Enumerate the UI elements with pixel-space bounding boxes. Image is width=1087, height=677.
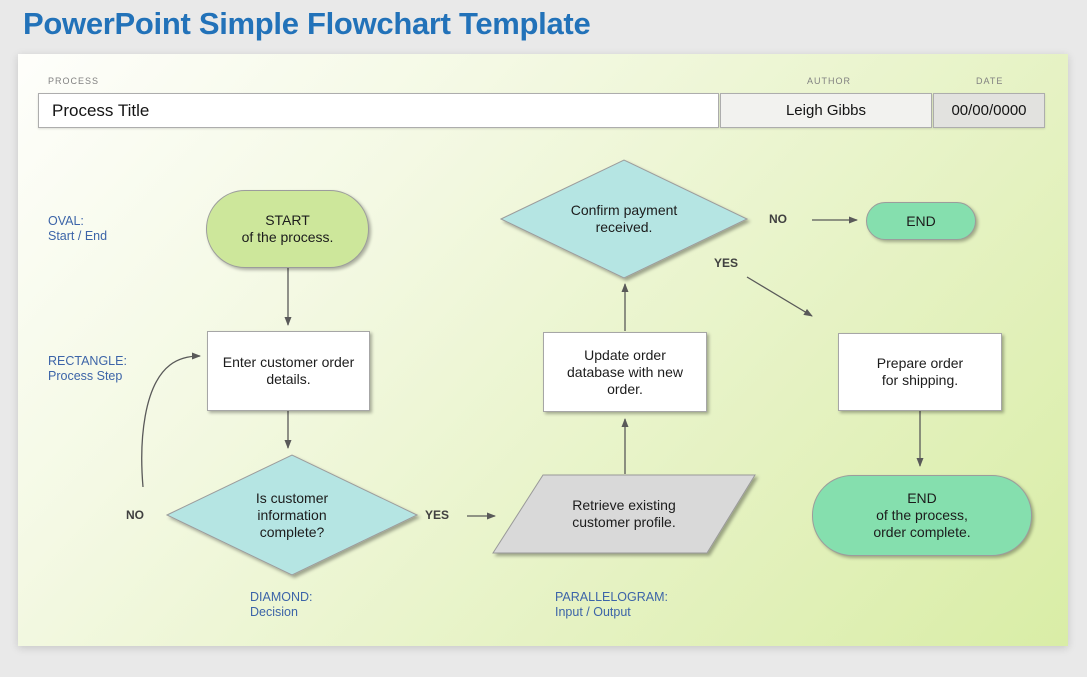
- author-value: Leigh Gibbs: [785, 102, 867, 119]
- flowchart-canvas: PROCESS Process Title AUTHOR Leigh Gibbs…: [18, 54, 1068, 646]
- yes1-label: YES: [425, 508, 450, 522]
- node-update-rect[interactable]: Update order database with new order.: [543, 332, 707, 412]
- decision1-line1: Is customer: [255, 489, 329, 506]
- node-end-oval-top[interactable]: END: [866, 202, 976, 240]
- node-parallelogram-shape[interactable]: [492, 474, 756, 554]
- node-end-oval-bottom[interactable]: END of the process, order complete.: [812, 475, 1032, 556]
- connector-no-loop-to-enter: [141, 352, 201, 488]
- legend-diamond-line1: DIAMOND:: [250, 590, 313, 604]
- process-title-field[interactable]: Process Title: [38, 93, 719, 128]
- legend-oval-line2: Start / End: [48, 229, 108, 243]
- legend-parallelogram-line1: PARALLELOGRAM:: [555, 590, 669, 604]
- legend-rectangle-line2: Process Step: [48, 369, 123, 383]
- legend-parallelogram-line2: Input / Output: [555, 605, 631, 619]
- end-oval-bottom-line2: of the process,: [876, 507, 968, 523]
- node-start-oval[interactable]: START of the process.: [206, 190, 369, 268]
- node-prepare-rect[interactable]: Prepare order for shipping.: [838, 333, 1002, 411]
- node-decision1-text: Is customer information complete?: [212, 475, 372, 555]
- page-title: PowerPoint Simple Flowchart Template: [23, 6, 591, 41]
- decision2-line2: received.: [595, 219, 653, 235]
- end-oval-bottom-line3: order complete.: [873, 524, 971, 540]
- legend-diamond-label: DIAMOND: Decision: [250, 590, 313, 620]
- node-decision2-text: Confirm payment received.: [534, 189, 714, 249]
- node-parallelogram-text: Retrieve existing customer profile.: [534, 484, 714, 544]
- node-decision1-diamond-shape[interactable]: [165, 454, 419, 576]
- node-decision2-diamond-shape[interactable]: [499, 159, 749, 279]
- yes2-label: YES: [714, 256, 739, 270]
- legend-rectangle-line1: RECTANGLE:: [48, 354, 127, 368]
- end-oval-bottom-line1: END: [907, 490, 937, 506]
- prepare-rect-line2: for shipping.: [881, 372, 959, 388]
- legend-oval-label: OVAL: Start / End: [48, 214, 107, 244]
- prepare-rect-line1: Prepare order: [876, 355, 964, 371]
- parallelogram-line1: Retrieve existing: [572, 497, 676, 513]
- update-rect-line3: order.: [607, 380, 643, 397]
- start-oval-line2: of the process.: [241, 229, 334, 245]
- no2-label: NO: [769, 212, 787, 226]
- process-label: PROCESS: [48, 76, 100, 86]
- end-oval-top-label: END: [906, 212, 936, 229]
- author-field[interactable]: Leigh Gibbs: [720, 93, 932, 128]
- decision1-line3: complete?: [259, 523, 325, 540]
- legend-rectangle-label: RECTANGLE: Process Step: [48, 354, 127, 384]
- node-enter-rect[interactable]: Enter customer order details.: [207, 331, 370, 411]
- no1-label: NO: [126, 508, 144, 522]
- enter-rect-line2: details.: [266, 371, 311, 387]
- parallelogram-line2: customer profile.: [572, 514, 676, 530]
- legend-parallelogram-label: PARALLELOGRAM: Input / Output: [555, 590, 668, 620]
- date-value: 00/00/0000: [951, 102, 1027, 119]
- start-oval-line1: START: [265, 212, 310, 228]
- legend-oval-line1: OVAL:: [48, 214, 84, 228]
- flow-connector-layer: [141, 159, 924, 576]
- decision1-line2: information: [257, 506, 327, 523]
- update-rect-line2: database with new: [567, 363, 683, 380]
- update-rect-line1: Update order: [584, 346, 666, 363]
- legend-diamond-line2: Decision: [250, 605, 298, 619]
- process-title-value: Process Title: [52, 100, 150, 120]
- decision2-line1: Confirm payment: [570, 202, 678, 218]
- connector-yes-to-prepare: [746, 276, 813, 317]
- enter-rect-line1: Enter customer order: [222, 354, 355, 370]
- author-label: AUTHOR: [807, 76, 851, 86]
- date-field[interactable]: 00/00/0000: [933, 93, 1045, 128]
- date-label: DATE: [976, 76, 1004, 86]
